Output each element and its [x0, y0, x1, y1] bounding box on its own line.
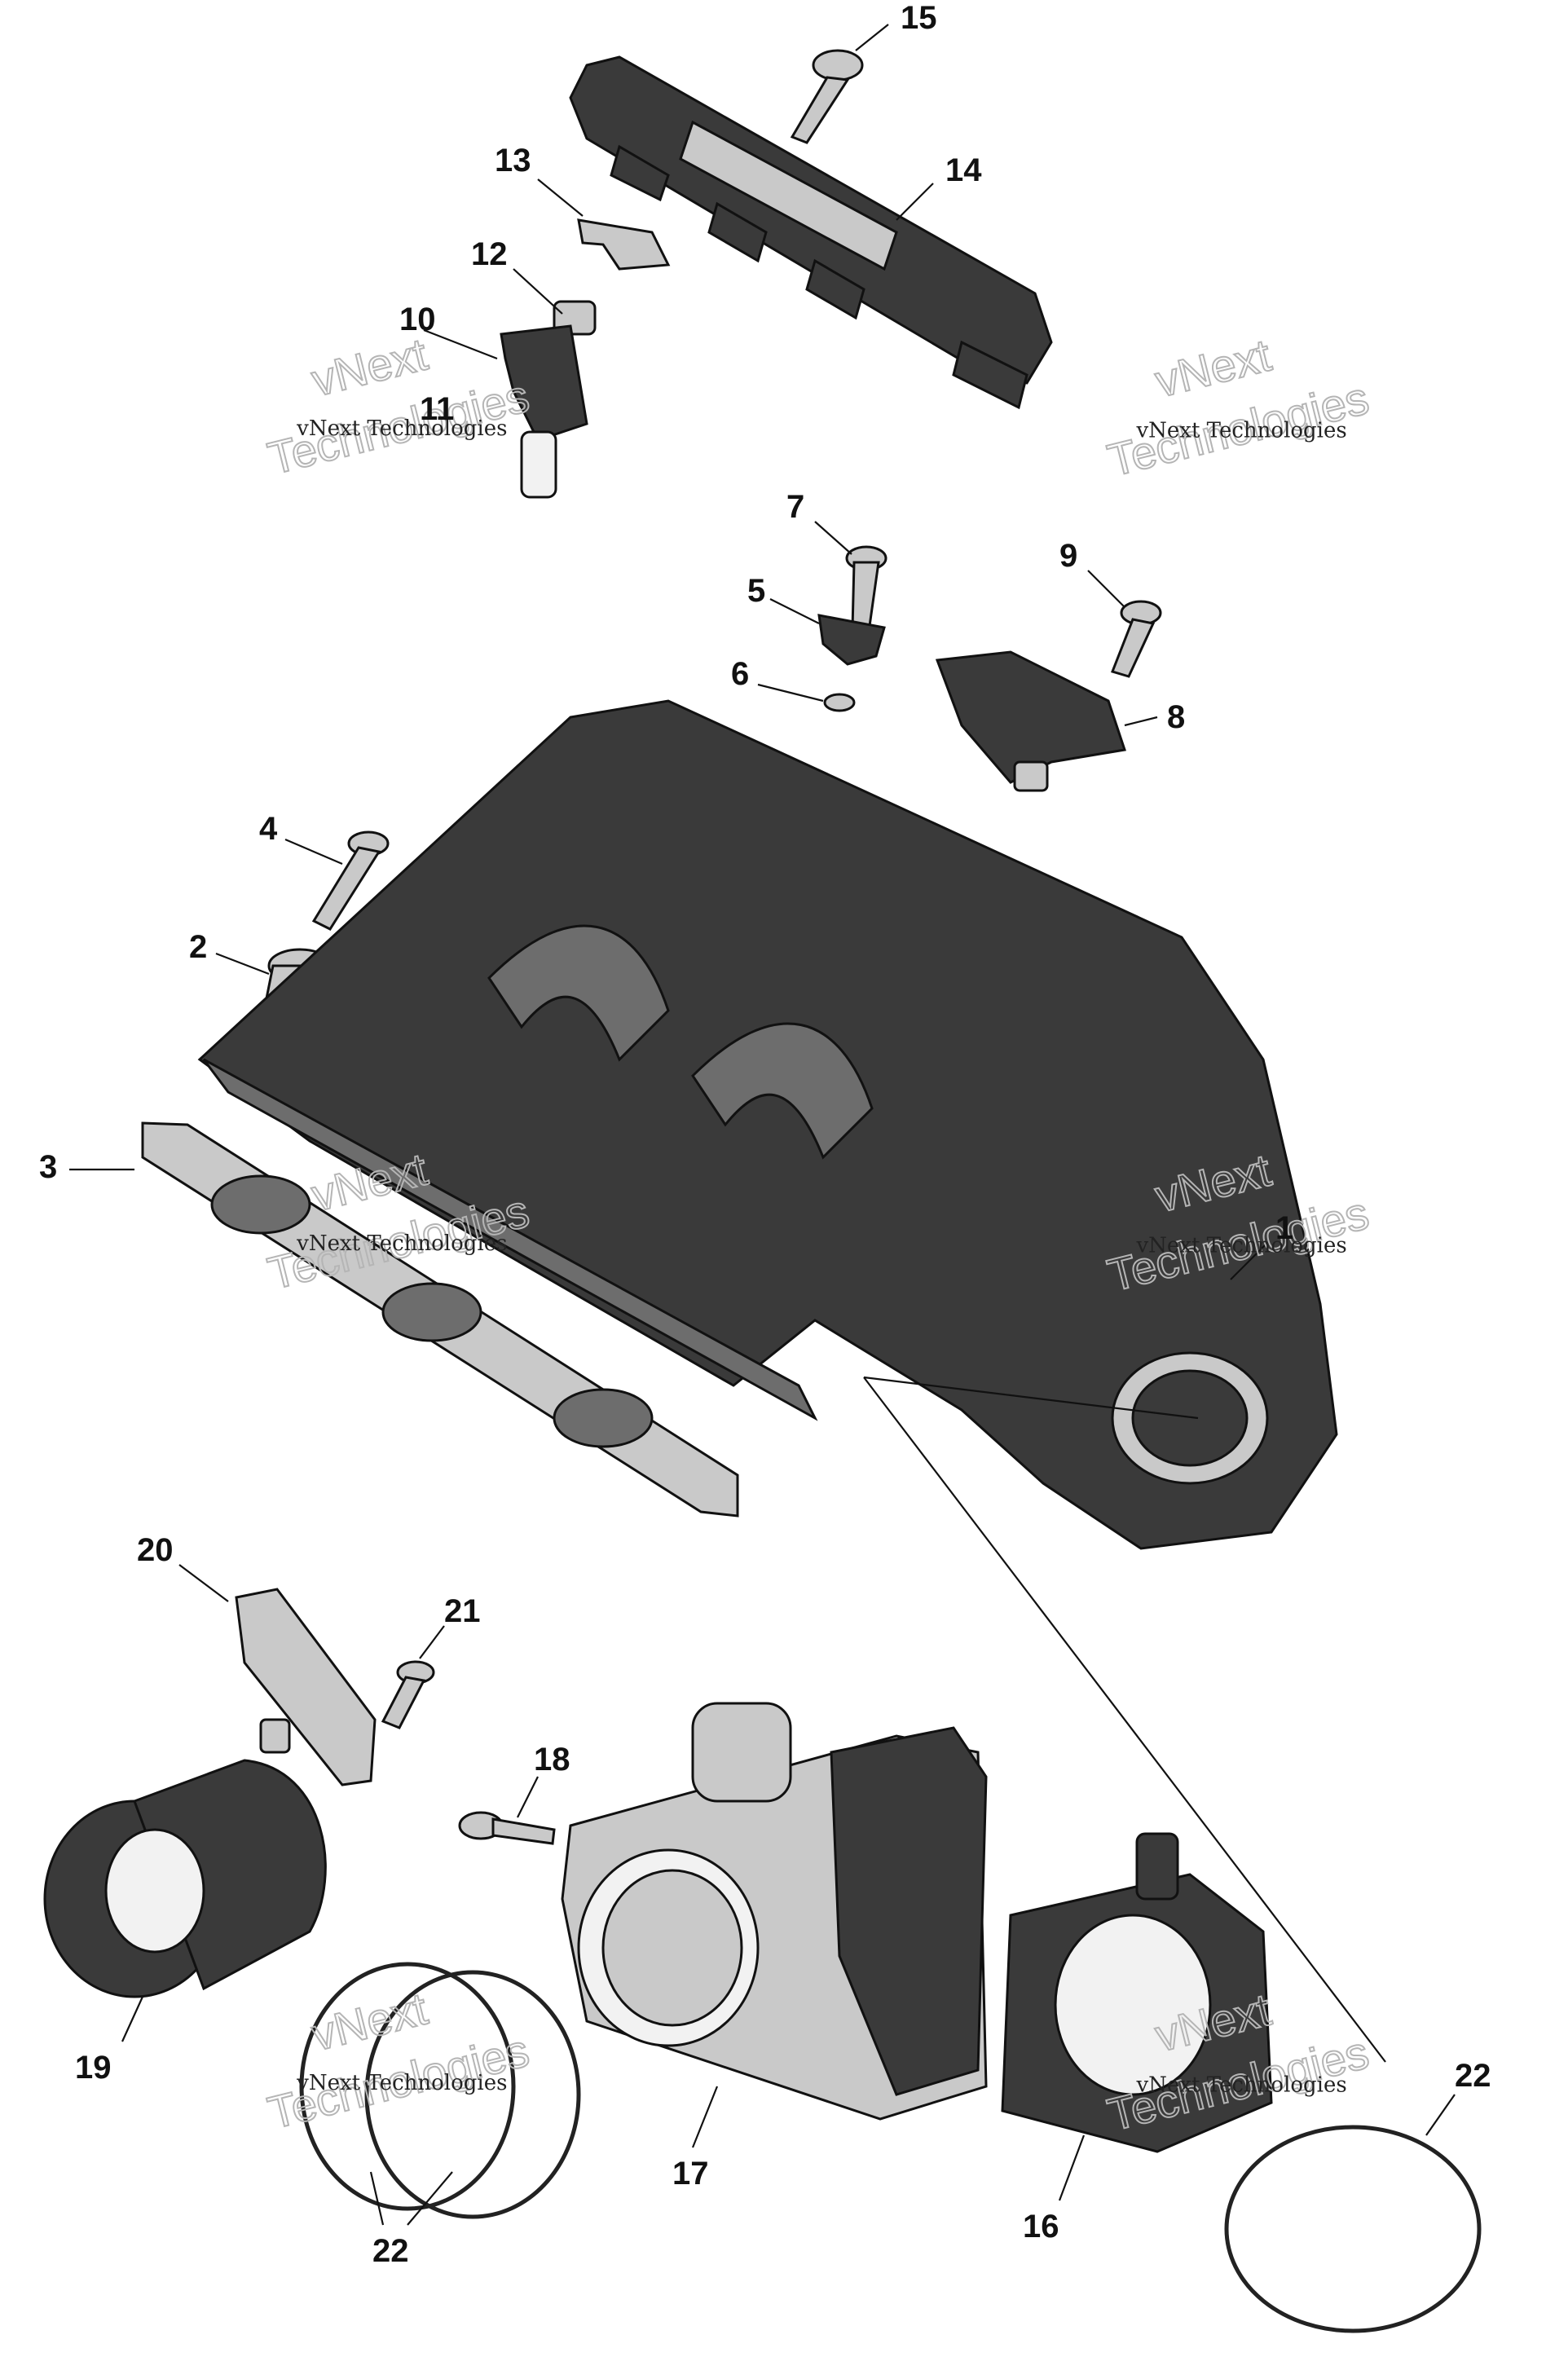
callout-12: 12	[471, 236, 508, 272]
part-washer-6	[823, 693, 856, 712]
part-bolt-7	[845, 545, 888, 633]
part-adapter-16	[1001, 1832, 1273, 2153]
part-sensor-20	[235, 1588, 377, 1786]
watermark-top-right: vNext Technologies vNext Technologies	[1102, 328, 1374, 487]
callout-2: 2	[189, 929, 207, 965]
svg-text:vNext Technologies: vNext Technologies	[1135, 418, 1346, 443]
part-throttle-body	[561, 1702, 988, 2121]
callout-21: 21	[444, 1593, 481, 1629]
callout-13: 13	[495, 143, 531, 178]
callout-6: 6	[731, 656, 749, 692]
leader-lines	[69, 24, 1456, 2226]
watermark-top-left: vNext Technologies vNext Technologies	[262, 327, 535, 485]
callout-10: 10	[399, 302, 436, 337]
callout-14: 14	[945, 152, 982, 188]
assembly-guide-line-2	[863, 1376, 1199, 1420]
svg-text:vNext Technologies: vNext Technologies	[296, 416, 507, 441]
svg-text:vNext Technologies: vNext Technologies	[1135, 1233, 1346, 1258]
callout-3: 3	[39, 1149, 57, 1185]
part-intake-manifold	[197, 699, 1338, 1550]
part-gasket-3	[141, 1121, 739, 1518]
part-bolt-15	[790, 49, 864, 144]
part-plug-5	[817, 614, 886, 666]
svg-text:vNext Technologies: vNext Technologies	[1135, 2073, 1346, 2097]
part-bolt-4	[311, 830, 390, 931]
svg-text:vNext: vNext	[306, 1982, 433, 2060]
part-pressure-sensor-8	[935, 650, 1126, 792]
callout-19: 19	[75, 2050, 112, 2086]
callout-15: 15	[901, 0, 937, 36]
part-clamp-22-left-b	[364, 1970, 581, 2219]
callout-9: 9	[1059, 538, 1077, 574]
callout-22-left: 22	[372, 2233, 409, 2269]
callout-4: 4	[259, 811, 278, 847]
watermark-bottom-left: vNext Technologies vNext Technologies	[262, 1981, 535, 2139]
callout-22-right: 22	[1455, 2058, 1491, 2094]
callout-1: 1	[1275, 1210, 1293, 1246]
callout-8: 8	[1167, 699, 1185, 735]
part-fuel-injector	[500, 300, 597, 499]
part-clip-13	[577, 218, 671, 271]
callout-5: 5	[747, 573, 765, 609]
svg-text:vNext: vNext	[1150, 329, 1276, 407]
part-fuel-rail	[569, 55, 1053, 410]
part-bolt-21	[381, 1660, 435, 1729]
callout-labels: 15 14 13 12 10 11 7 5 6 9 8 4 2 3 1 20 2…	[39, 0, 1491, 2269]
svg-text:vNext Technologies: vNext Technologies	[296, 1231, 507, 1256]
part-clamp-22-left-a	[299, 1962, 516, 2211]
callout-17: 17	[672, 2156, 709, 2192]
part-coupler-19	[43, 1759, 327, 1998]
part-bolt-9	[1111, 600, 1162, 678]
svg-text:vNext Technologies: vNext Technologies	[296, 2071, 507, 2095]
part-bolt-18	[458, 1811, 556, 1845]
callout-20: 20	[137, 1532, 174, 1568]
assembly-guide-line	[863, 1377, 1386, 2063]
svg-text:vNext: vNext	[306, 328, 433, 406]
callout-7: 7	[786, 489, 804, 525]
callout-18: 18	[534, 1742, 570, 1778]
callout-16: 16	[1023, 2209, 1059, 2244]
callout-11: 11	[420, 391, 454, 427]
part-clamp-22-right	[1224, 2125, 1482, 2333]
